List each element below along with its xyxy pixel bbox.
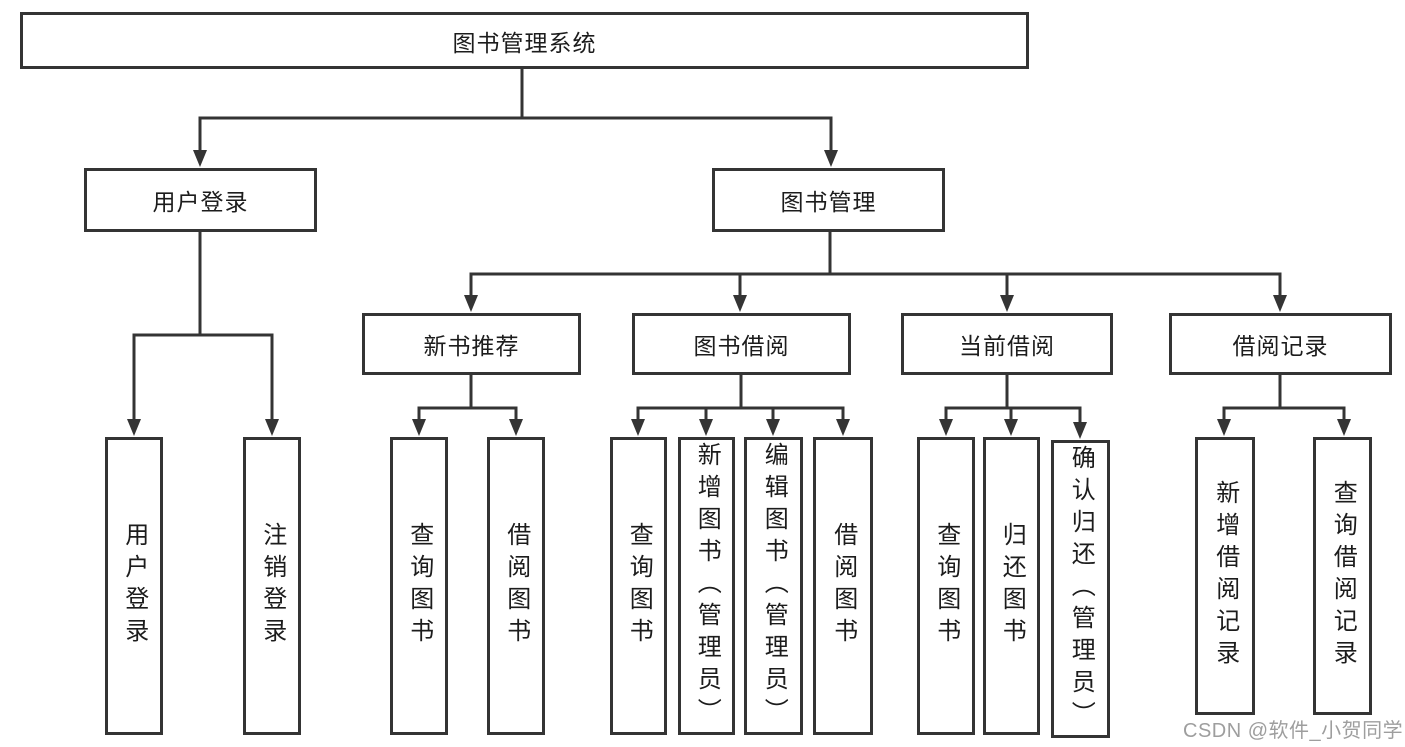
leaf-add-books-admin: 新增图书（管理员） (678, 437, 735, 735)
leaf-query-borrow-record-label: 查询借阅记录 (1329, 480, 1357, 672)
node-library-system-label: 图书管理系统 (452, 29, 597, 56)
leaf-query-books-recommend-label: 查询图书 (405, 522, 433, 650)
leaf-add-books-admin-label: 新增图书（管理员） (693, 442, 721, 730)
node-borrow-records: 借阅记录 (1169, 313, 1392, 375)
leaf-query-books-label: 查询图书 (625, 522, 653, 650)
leaf-borrow-books-recommend: 借阅图书 (487, 437, 545, 735)
leaf-query-books-current-label: 查询图书 (932, 522, 960, 650)
node-user-login-label: 用户登录 (152, 189, 249, 215)
leaf-query-borrow-record: 查询借阅记录 (1313, 437, 1372, 715)
leaf-borrow-books-label: 借阅图书 (829, 522, 857, 650)
node-library-system: 图书管理系统 (20, 12, 1029, 69)
leaf-confirm-return-admin: 确认归还（管理员） (1051, 440, 1110, 738)
leaf-edit-books-admin: 编辑图书（管理员） (744, 437, 803, 735)
leaf-return-books-label: 归还图书 (998, 522, 1026, 650)
leaf-add-borrow-record: 新增借阅记录 (1195, 437, 1255, 715)
node-book-borrow-label: 图书借阅 (693, 333, 790, 359)
leaf-logout: 注销登录 (243, 437, 301, 735)
watermark: CSDN @软件_小贺同学 (1183, 720, 1404, 742)
node-new-book-recommend-label: 新书推荐 (423, 333, 520, 359)
leaf-borrow-books-recommend-label: 借阅图书 (502, 522, 530, 650)
leaf-add-borrow-record-label: 新增借阅记录 (1211, 480, 1239, 672)
leaf-user-login-label: 用户登录 (120, 522, 148, 650)
node-book-management: 图书管理 (712, 168, 945, 232)
node-user-login: 用户登录 (84, 168, 317, 232)
leaf-query-books: 查询图书 (610, 437, 667, 735)
leaf-edit-books-admin-label: 编辑图书（管理员） (760, 442, 788, 730)
node-new-book-recommend: 新书推荐 (362, 313, 581, 375)
leaf-logout-label: 注销登录 (258, 522, 286, 650)
leaf-confirm-return-admin-label: 确认归还（管理员） (1067, 445, 1095, 733)
leaf-borrow-books: 借阅图书 (813, 437, 873, 735)
leaf-query-books-current: 查询图书 (917, 437, 975, 735)
leaf-query-books-recommend: 查询图书 (390, 437, 448, 735)
node-current-borrow-label: 当前借阅 (959, 333, 1055, 359)
leaf-return-books: 归还图书 (983, 437, 1040, 735)
node-book-borrow: 图书借阅 (632, 313, 851, 375)
node-book-management-label: 图书管理 (780, 189, 877, 215)
node-current-borrow: 当前借阅 (901, 313, 1113, 375)
node-borrow-records-label: 借阅记录 (1232, 333, 1329, 359)
leaf-user-login: 用户登录 (105, 437, 163, 735)
